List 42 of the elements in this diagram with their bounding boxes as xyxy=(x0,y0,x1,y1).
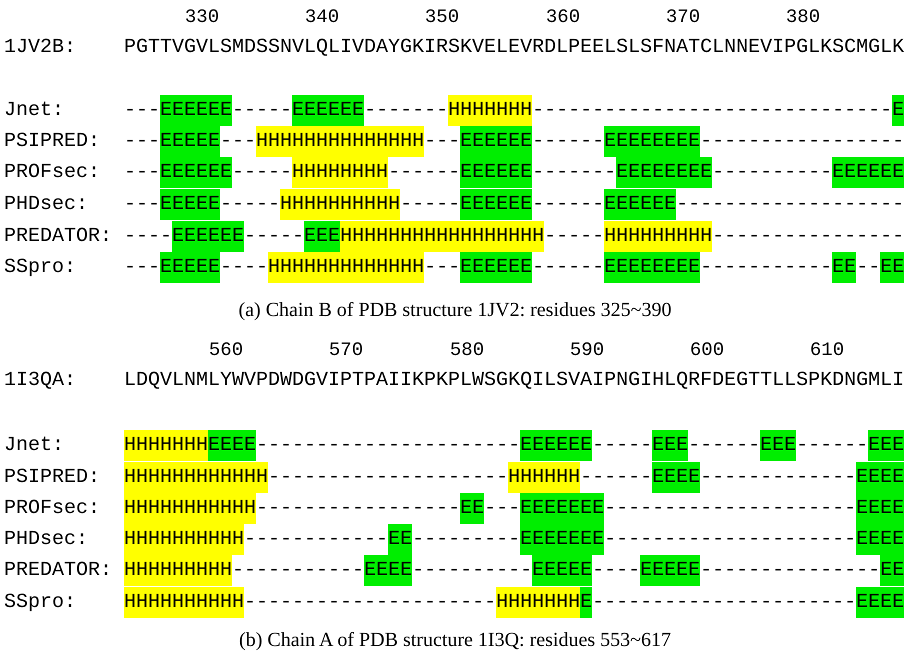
prediction-track: HHHHHHHHHHHH--------------------HHHHHH------EEEE-------------EEEE xyxy=(124,462,904,493)
prediction-track: HHHHHHHHHH---------------------HHHHHHHE----------------------EEEE xyxy=(124,587,904,618)
residue-number: 610 xyxy=(810,338,844,363)
sequence-id: 1JV2B: xyxy=(4,35,76,61)
method-name: SSpro: xyxy=(4,590,76,616)
method-name: SSpro: xyxy=(4,255,76,281)
prediction-track: HHHHHHHHHH------------EE---------EEEEEEE---------------------EEEE xyxy=(124,524,904,555)
prediction-track: HHHHHHHHH-----------EEEE----------EEEEE----EEEEE---------------EE xyxy=(124,555,904,586)
method-name: PROFsec: xyxy=(4,160,100,186)
residue-number: 340 xyxy=(304,5,340,30)
residue-number: 560 xyxy=(208,338,244,363)
residue-number: 380 xyxy=(786,5,820,30)
method-name: PREDATOR: xyxy=(4,558,112,584)
prediction-track: ----EEEEEE-----EEEHHHHHHHHHHHHHHHHH-----HHHHHHHHH---------------- xyxy=(124,221,904,252)
residue-number: 600 xyxy=(690,338,724,363)
prediction-track: ---EEEEE---HHHHHHHHHHHHHH---EEEEEE------EEEEEEEE----------------- xyxy=(124,126,904,157)
method-name: PHDsec: xyxy=(4,192,88,218)
residue-number: 570 xyxy=(328,338,364,363)
prediction-track: HHHHHHHHHHH-----------------EE---EEEEEEE---------------------EEEE xyxy=(124,493,904,524)
method-name: PSIPRED: xyxy=(4,129,100,155)
prediction-track: ---EEEEE-----HHHHHHHHHH-----EEEEEE------EEEEEE------------------- xyxy=(124,189,904,220)
prediction-track: HHHHHHHEEEE----------------------EEEEEE-----EEE------EEE------EEE xyxy=(124,430,904,461)
panel-caption: (b) Chain A of PDB structure 1I3Q: residues 553~617 xyxy=(239,628,671,653)
method-name: Jnet: xyxy=(4,433,64,459)
prediction-track: ---EEEEE----HHHHHHHHHHHHH---EEEEEE------EEEEEEEE-----------EE--EE xyxy=(124,252,904,283)
panel-caption: (a) Chain B of PDB structure 1JV2: residues 325~390 xyxy=(238,298,672,323)
residue-number: 370 xyxy=(666,5,700,30)
residue-number: 350 xyxy=(424,5,460,30)
residue-number: 330 xyxy=(184,5,220,30)
amino-acid-sequence: LDQVLNMLYWVPDWDGVIPTPAIIKPKPLWSGKQILSVAIPNGIHLQRFDEGTTLLSPKDNGMLI xyxy=(124,368,904,394)
residue-number: 590 xyxy=(570,338,604,363)
method-name: Jnet: xyxy=(4,98,64,124)
prediction-track: ---EEEEEE-----EEEEEE-------HHHHHHH------------------------------E xyxy=(124,95,904,126)
residue-number: 580 xyxy=(450,338,484,363)
method-name: PROFsec: xyxy=(4,496,100,522)
method-name: PSIPRED: xyxy=(4,465,100,491)
sequence-id: 1I3QA: xyxy=(4,368,76,394)
prediction-track: ---EEEEEE-----HHHHHHHH------EEEEEE-------EEEEEEEE----------EEEEEE xyxy=(124,157,904,188)
residue-number: 360 xyxy=(546,5,580,30)
amino-acid-sequence: PGTTVGVLSMDSSNVLQLIVDAYGKIRSKVELEVRDLPEELSLSFNATCLNNEVIPGLKSCMGLK xyxy=(124,35,904,61)
method-name: PREDATOR: xyxy=(4,224,112,250)
method-name: PHDsec: xyxy=(4,527,88,553)
